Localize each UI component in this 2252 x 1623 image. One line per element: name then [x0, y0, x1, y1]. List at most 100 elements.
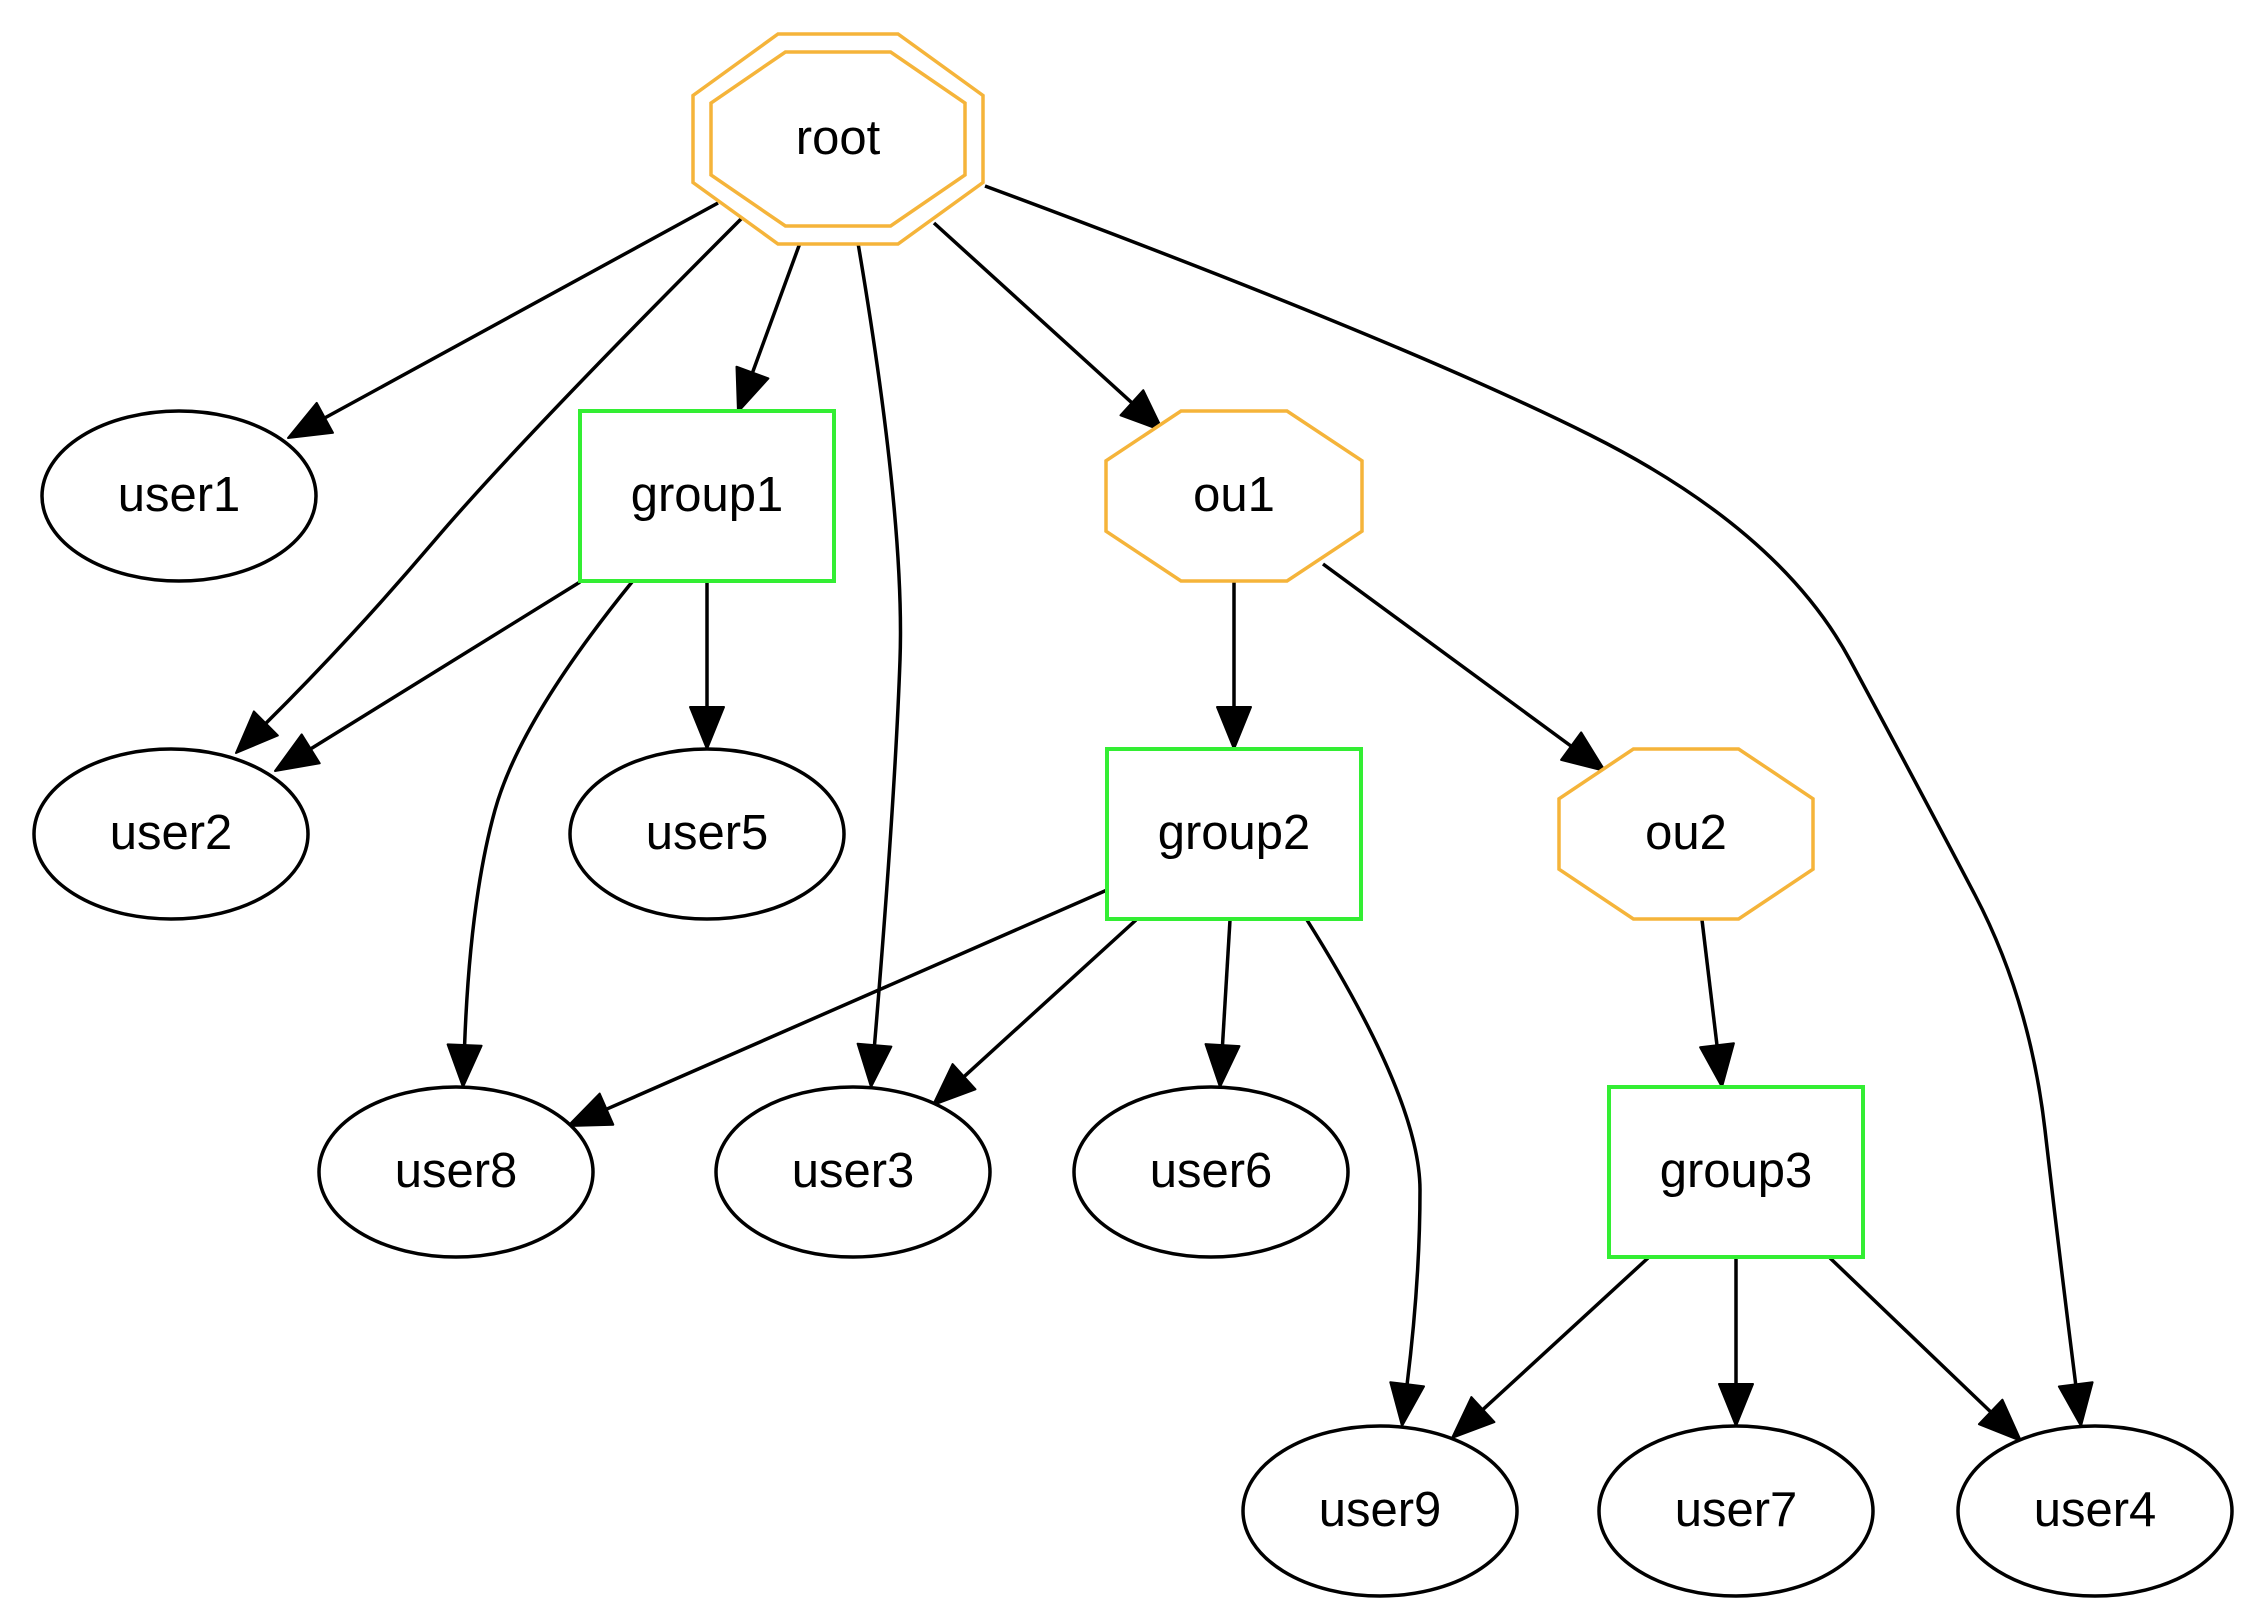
edge-line — [1700, 919, 1719, 1046]
double-octagon-outer-shape — [691, 32, 985, 246]
octagon-shape — [1104, 409, 1364, 583]
node-label: ou2 — [1645, 806, 1727, 860]
arrowhead-icon — [1451, 1396, 1496, 1439]
edge-line — [1828, 1256, 1992, 1414]
ellipse-shape — [32, 747, 310, 921]
edge-line — [1321, 562, 1573, 748]
arrowhead-icon — [1119, 389, 1164, 432]
edge-group2-to-user8 — [567, 888, 1108, 1127]
arrowhead-icon — [856, 1042, 893, 1088]
edge-group1-to-user2 — [274, 580, 581, 772]
edge-group2-to-user9 — [1305, 919, 1425, 1427]
node-label: ou1 — [1193, 468, 1275, 522]
node-user1: user1 — [40, 409, 318, 583]
nodes-layer: root user1 group1 ou1 user2 user5 group2 ou2 use… — [32, 32, 2234, 1598]
edge-group3-to-user9 — [1451, 1256, 1650, 1439]
edge-line — [750, 242, 802, 374]
edge-root-to-ou1 — [932, 221, 1164, 432]
node-label: group3 — [1660, 1144, 1813, 1198]
edge-line — [309, 580, 581, 751]
arrowhead-icon — [735, 365, 770, 413]
node-label: user7 — [1675, 1483, 1798, 1537]
edge-root-to-user3 — [856, 242, 903, 1088]
octagon-shape — [1557, 747, 1815, 921]
edge-ou2-to-group3 — [1699, 919, 1735, 1088]
node-user3: user3 — [714, 1085, 992, 1259]
arrowhead-icon — [1389, 1381, 1425, 1427]
arrowhead-icon — [446, 1043, 483, 1088]
node-label: group1 — [631, 468, 784, 522]
edge-group3-to-user4 — [1828, 1256, 2022, 1442]
node-root: root — [691, 32, 985, 246]
arrowhead-icon — [235, 710, 279, 754]
arrowhead-icon — [1204, 1043, 1241, 1088]
node-user5: user5 — [568, 747, 846, 921]
node-label: user1 — [118, 468, 241, 522]
node-label: user8 — [395, 1144, 518, 1198]
arrowhead-icon — [689, 706, 725, 750]
edge-group2-to-user3 — [932, 918, 1138, 1106]
edge-root-to-user4 — [984, 184, 2094, 1427]
node-label: root — [796, 111, 881, 165]
node-user9: user9 — [1241, 1424, 1519, 1598]
ellipse-shape — [1072, 1085, 1350, 1259]
node-label: user9 — [1319, 1483, 1442, 1537]
edge-root-to-group1 — [735, 242, 802, 413]
node-ou1: ou1 — [1104, 409, 1364, 583]
double-octagon-inner-shape — [709, 50, 967, 228]
node-label: user5 — [646, 806, 769, 860]
box-shape — [578, 409, 836, 583]
edge-line — [1220, 919, 1232, 1046]
node-label: user2 — [110, 806, 233, 860]
arrowhead-icon — [2057, 1381, 2094, 1427]
arrowhead-icon — [287, 401, 334, 439]
edge-line — [324, 201, 719, 420]
edge-group3-to-user7 — [1718, 1258, 1754, 1427]
node-label: user4 — [2034, 1483, 2157, 1537]
node-user7: user7 — [1597, 1424, 1875, 1598]
edge-line — [932, 221, 1134, 405]
node-group2: group2 — [1105, 747, 1363, 921]
ellipse-shape — [1241, 1424, 1519, 1598]
arrowhead-icon — [567, 1092, 615, 1127]
edge-line — [462, 580, 634, 1046]
arrowhead-icon — [932, 1063, 977, 1106]
ellipse-shape — [317, 1085, 595, 1259]
edge-line — [1305, 919, 1422, 1385]
node-user4: user4 — [1956, 1424, 2234, 1598]
edge-ou1-to-group2 — [1216, 582, 1252, 750]
edge-root-to-user2 — [235, 216, 744, 754]
node-ou2: ou2 — [1557, 747, 1815, 921]
arrowhead-icon — [1718, 1383, 1754, 1427]
arrowhead-icon — [274, 733, 321, 772]
edge-line — [264, 216, 744, 725]
node-user2: user2 — [32, 747, 310, 921]
node-group1: group1 — [578, 409, 836, 583]
edge-group2-to-user6 — [1204, 919, 1241, 1088]
edge-line — [984, 184, 2078, 1385]
node-group3: group3 — [1607, 1085, 1865, 1259]
edge-ou1-to-ou2 — [1321, 562, 1606, 772]
edge-line — [856, 242, 903, 1046]
node-user6: user6 — [1072, 1085, 1350, 1259]
arrowhead-icon — [1977, 1398, 2022, 1442]
node-label: user3 — [792, 1144, 915, 1198]
node-user8: user8 — [317, 1085, 595, 1259]
ellipse-shape — [1956, 1424, 2234, 1598]
arrowhead-icon — [1699, 1042, 1735, 1088]
node-label: group2 — [1158, 806, 1311, 860]
ellipse-shape — [1597, 1424, 1875, 1598]
edge-group1-to-user5 — [689, 582, 725, 750]
edge-group1-to-user8 — [446, 580, 634, 1088]
edge-line — [962, 918, 1138, 1078]
box-shape — [1607, 1085, 1865, 1259]
edges-layer — [235, 184, 2094, 1442]
ellipse-shape — [568, 747, 846, 921]
box-shape — [1105, 747, 1363, 921]
node-label: user6 — [1150, 1144, 1273, 1198]
edge-root-to-user1 — [287, 201, 719, 439]
ellipse-shape — [40, 409, 318, 583]
ellipse-shape — [714, 1085, 992, 1259]
edge-line — [1481, 1256, 1650, 1411]
